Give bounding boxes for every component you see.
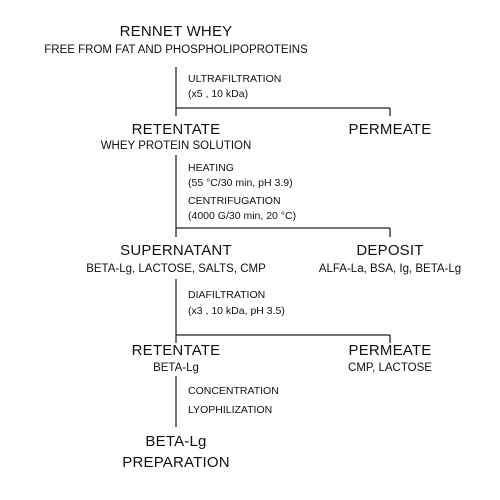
- node-rennet-whey-title: RENNET WHEY: [119, 23, 233, 40]
- step-diafiltration-name: DIAFILTRATION: [188, 289, 266, 301]
- step-ultrafiltration-name: ULTRAFILTRATION: [188, 73, 282, 85]
- node-supernatant-sub: BETA-Lg, LACTOSE, SALTS, CMP: [86, 263, 266, 275]
- step-heating-params: (55 °C/30 min, pH 3.9): [188, 177, 293, 189]
- node-permeate-2-title: PERMEATE: [348, 342, 432, 359]
- step-ultrafiltration-params: (x5 , 10 kDa): [188, 88, 249, 100]
- node-permeate-1-title: PERMEATE: [348, 121, 432, 138]
- node-retentate-2-title: RETENTATE: [131, 342, 221, 359]
- node-final-line-2: PREPARATION: [122, 454, 230, 471]
- step-centrifugation-name: CENTRIFUGATION: [188, 195, 281, 207]
- step-diafiltration-params: (x3 , 10 kDa, pH 3.5): [188, 305, 285, 317]
- node-deposit-sub: ALFA-La, BSA, Ig, BETA-Lg: [318, 263, 462, 275]
- node-permeate-2-sub: CMP, LACTOSE: [348, 362, 432, 374]
- step-lyophilization-name: LYOPHILIZATION: [188, 404, 273, 416]
- node-supernatant-title: SUPERNATANT: [120, 242, 232, 259]
- node-retentate-2-sub: BETA-Lg: [153, 362, 199, 374]
- step-heating-name: HEATING: [188, 162, 234, 174]
- node-retentate-1-title: RETENTATE: [131, 121, 221, 138]
- node-final-line-1: BETA-Lg: [145, 433, 207, 450]
- node-rennet-whey-sub: FREE FROM FAT AND PHOSPHOLIPOPROTEINS: [44, 44, 308, 56]
- step-centrifugation-params: (4000 G/30 min, 20 °C): [188, 210, 297, 222]
- node-deposit-title: DEPOSIT: [356, 242, 424, 259]
- step-concentration-name: CONCENTRATION: [188, 385, 279, 397]
- node-retentate-1-sub: WHEY PROTEIN SOLUTION: [100, 140, 252, 152]
